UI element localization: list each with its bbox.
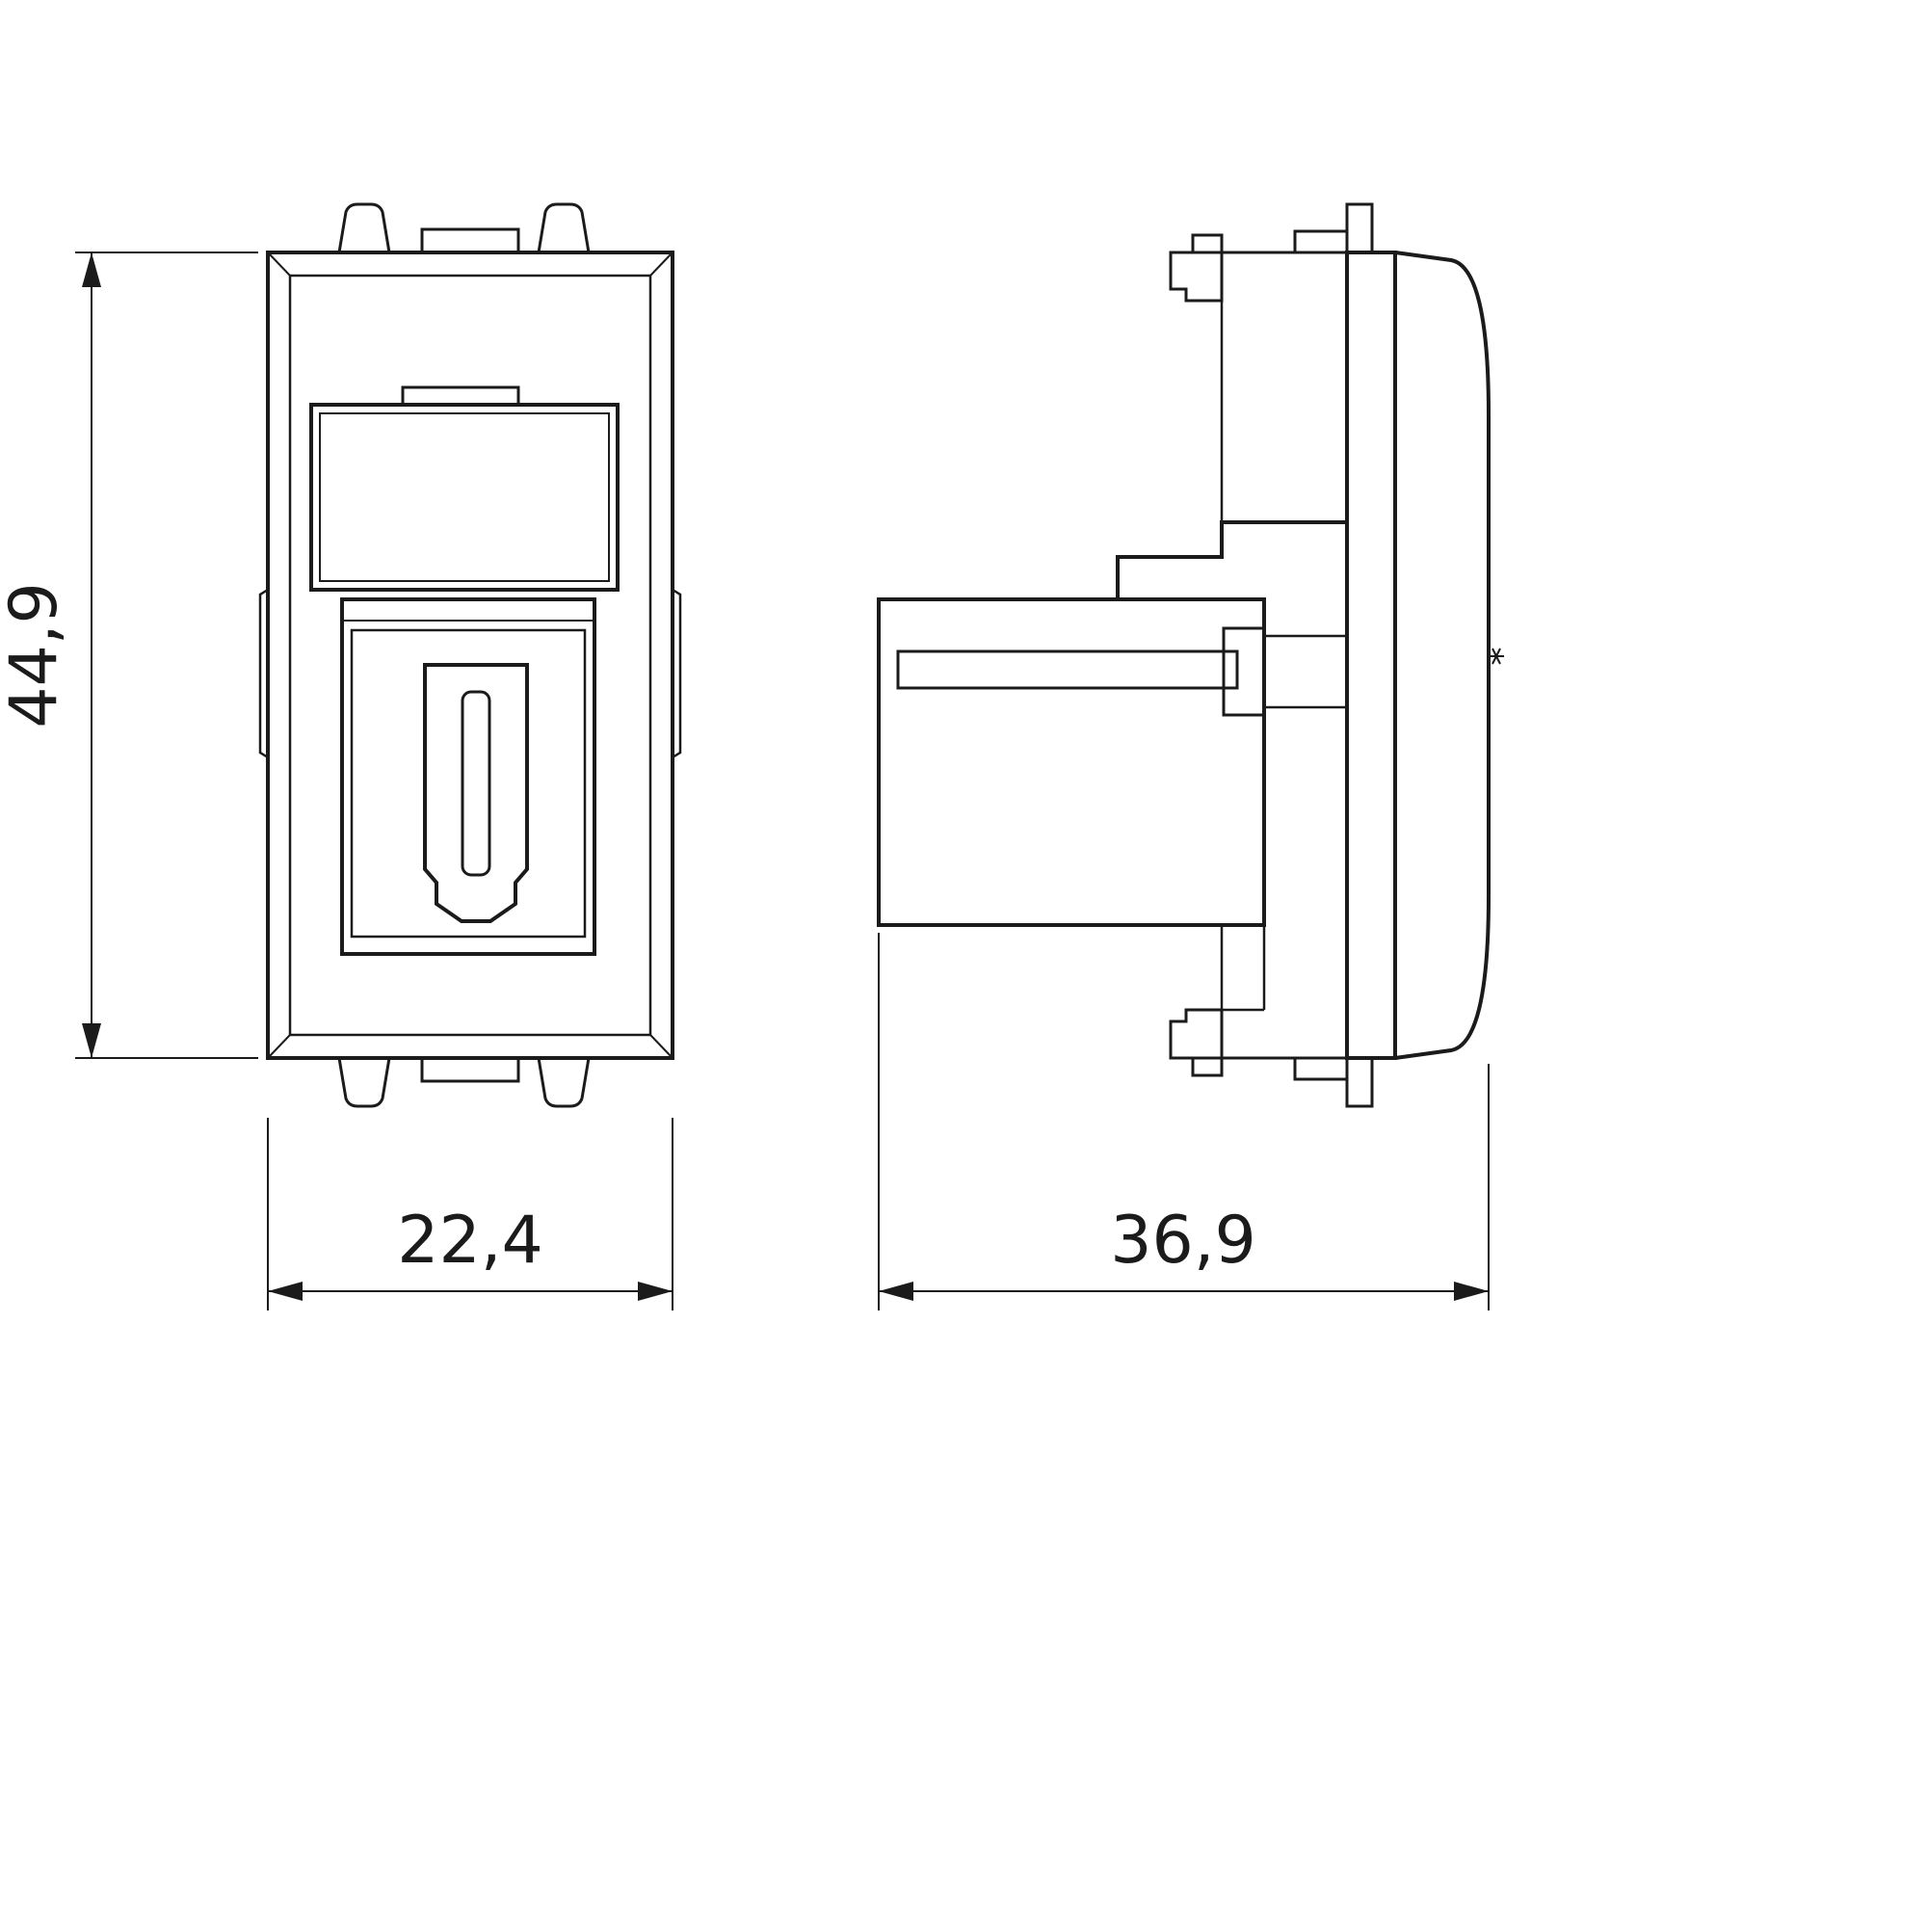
side-lug-left [258,588,269,759]
mounting-claw-bottom-right [537,1057,591,1108]
label-window-inner [319,412,610,582]
mounting-claw-bottom-left [337,1057,391,1108]
module-body-outline [877,597,1266,927]
hdmi-connector-slot [461,690,491,877]
hdmi-recess-outer [340,597,596,956]
reference-mark [1489,648,1504,665]
hdmi-connector-icon [423,663,529,923]
top-center-tab [420,227,520,254]
dimension-height: 44,9 [0,251,258,1059]
dimension-width-front: 22,4 [267,1118,673,1310]
side-view [877,202,1504,1108]
arrowhead-up-icon [82,252,101,287]
arrowhead-left-icon [879,1282,913,1301]
label-window-tab [401,385,520,407]
front-view [258,202,682,1108]
bottom-hook-tooth [1191,1056,1224,1077]
bevel-line [649,1034,673,1059]
faceplate-inner-outline [288,274,652,1037]
bevel-line [649,251,673,277]
dimension-depth-side: 36,9 [878,933,1490,1310]
top-tab [1345,202,1374,254]
top-mounting-hook [1169,251,1224,303]
hdmi-recess-inner [350,628,587,939]
faceplate-face-curve [1394,251,1491,1060]
bevel-line [267,251,291,277]
arrowhead-left-icon [268,1282,303,1301]
bottom-mounting-hook [1169,1008,1224,1060]
mounting-claw-top-left [337,202,391,253]
label-window-outer [309,403,620,592]
height-dimension-label: 44,9 [0,582,72,728]
arrowhead-right-icon [638,1282,673,1301]
bottom-tab [1345,1056,1374,1108]
bottom-step-block [1293,1056,1349,1081]
top-hook-tooth [1191,233,1224,254]
arrowhead-right-icon [1454,1282,1489,1301]
width-dimension-label: 22,4 [397,1203,542,1279]
depth-dimension-label: 36,9 [1110,1203,1255,1279]
reference-mark-line [1491,648,1501,665]
bevel-line [267,1034,291,1059]
top-step-profile [1116,520,1347,599]
mounting-claw-top-right [537,202,591,253]
arrowhead-down-icon [82,1023,101,1058]
side-lug-right [672,588,682,759]
pcb-slot [896,649,1239,690]
top-step-block [1293,229,1349,254]
bottom-center-tab [420,1056,520,1083]
faceplate-side-outline [1345,251,1397,1060]
connector-block [1222,626,1266,717]
